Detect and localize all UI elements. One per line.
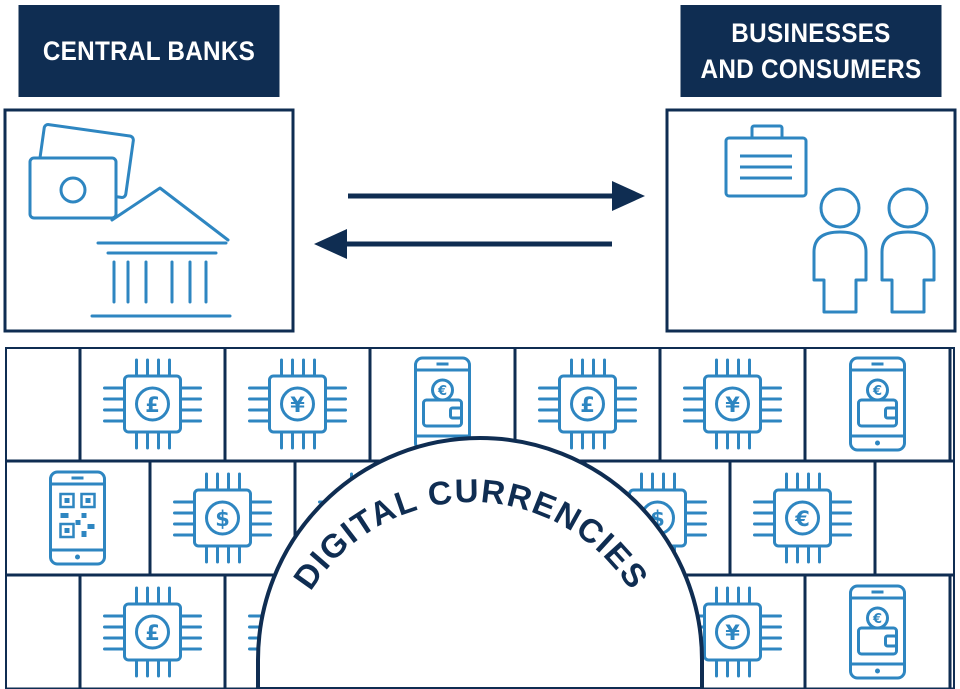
pound-symbol: £	[145, 393, 160, 417]
chip-yen-icon: ¥	[683, 358, 782, 450]
chip-pound-icon: £	[103, 358, 202, 450]
wall-brick	[948, 573, 955, 689]
chip-euro-icon: €	[753, 472, 852, 564]
wall-brick	[5, 573, 82, 689]
yen-symbol: ¥	[725, 621, 740, 645]
wall-brick	[78, 347, 227, 463]
pound-symbol: £	[580, 393, 595, 417]
pound-symbol: £	[145, 621, 160, 645]
euro-symbol: €	[872, 384, 882, 399]
dollar-symbol: $	[215, 507, 230, 531]
consumers-label: AND CONSUMERS	[700, 54, 922, 84]
central-banks-header: CENTRAL BANKS	[18, 5, 280, 97]
businesses-label: BUSINESSES	[731, 18, 891, 48]
euro-symbol: €	[437, 384, 447, 399]
chip-dollar-icon: $	[173, 472, 272, 564]
briefcase-icon	[724, 124, 808, 198]
bank-building-icon	[90, 186, 232, 318]
wall-brick	[5, 347, 82, 463]
phone-wallet-icon: €	[849, 356, 906, 452]
euro-symbol: €	[872, 612, 882, 627]
yen-symbol: ¥	[290, 393, 305, 417]
arrow-left-icon	[314, 229, 612, 259]
central-banks-label: CENTRAL BANKS	[42, 36, 256, 66]
chip-yen-icon: ¥	[248, 358, 347, 450]
wall-brick	[948, 347, 955, 463]
euro-symbol: €	[794, 507, 810, 531]
phone-wallet-icon: €	[849, 584, 906, 680]
arch	[256, 436, 704, 689]
wall-brick	[513, 347, 662, 463]
person-icon	[880, 187, 936, 314]
chip-pound-icon: £	[538, 358, 637, 450]
businesses-consumers-box	[665, 108, 957, 333]
businesses-consumers-header: BUSINESSES AND CONSUMERS	[680, 5, 942, 97]
person-icon	[812, 187, 868, 314]
phone-wallet-icon: €	[414, 356, 471, 452]
banknotes-icon	[28, 123, 135, 220]
yen-symbol: ¥	[725, 393, 740, 417]
phone-qr-icon	[49, 470, 106, 566]
chip-pound-icon: £	[103, 586, 202, 678]
wall-brick	[873, 459, 955, 577]
arrow-right-icon	[348, 181, 645, 211]
chip-yen-icon: ¥	[683, 586, 782, 678]
wall-brick	[148, 459, 297, 577]
